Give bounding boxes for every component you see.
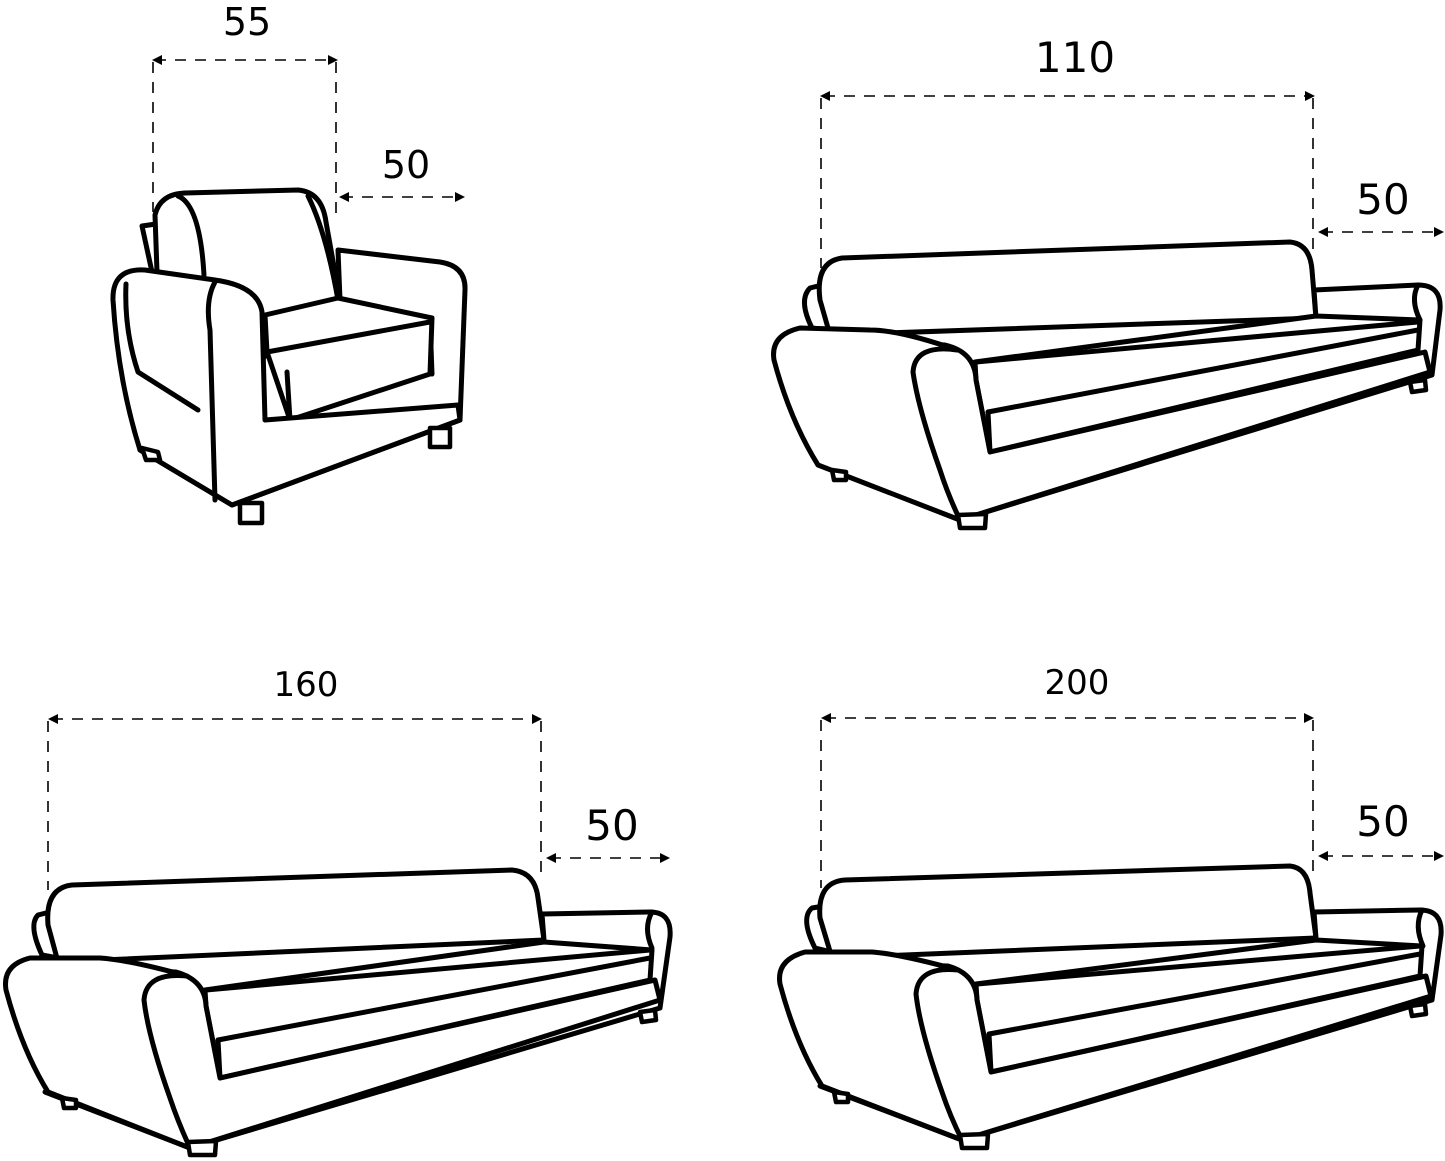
sofa-110-drawing [771,239,1443,531]
sofa-160-figure: 160 50 [3,665,673,1158]
armchair-width-dimension: 55 [152,0,338,222]
armchair-drawing [110,187,468,526]
sofa-200-width-dimension: 200 [820,663,1314,888]
sofa-160-width-dimension: 160 [47,665,542,890]
sofa-200-depth-label: 50 [1356,797,1409,846]
sofa-160-depth-label: 50 [585,801,638,850]
sofa-200-width-label: 200 [1045,663,1110,703]
sofa-110-width-dimension: 110 [820,33,1315,268]
sofa-160-depth-dimension: 50 [546,801,670,863]
sofa-110-width-label: 110 [1035,33,1115,82]
armchair-depth-label: 50 [382,143,430,187]
sofa-200-depth-dimension: 50 [1318,797,1444,861]
sofa-110-figure: 110 50 [771,33,1444,531]
sofa-200-drawing [777,863,1444,1151]
sofa-110-depth-dimension: 50 [1318,175,1444,237]
sofa-160-width-label: 160 [274,665,339,705]
sofa-110-depth-label: 50 [1356,175,1409,224]
sofa-200-figure: 200 50 [777,663,1444,1151]
armchair-depth-dimension: 50 [339,143,465,202]
armchair-width-label: 55 [223,0,271,44]
armchair-figure: 55 50 [110,0,468,526]
sofa-160-drawing [3,867,673,1158]
